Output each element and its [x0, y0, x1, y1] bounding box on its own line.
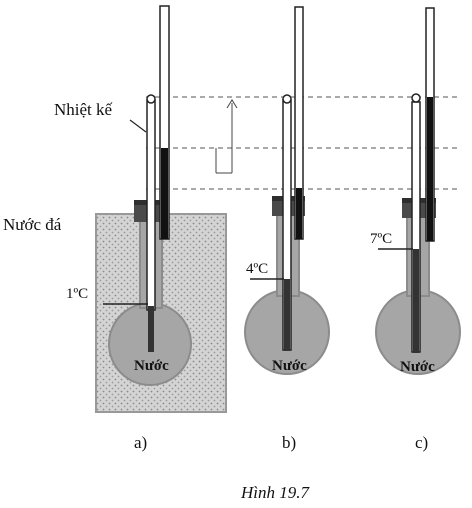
apparatus-b — [244, 6, 330, 375]
liquid-column — [427, 97, 433, 241]
panel-label-c: c) — [415, 433, 429, 452]
apparatus-c — [375, 7, 461, 375]
apparatus-a — [95, 5, 227, 413]
temp-label-c: 7ºC — [370, 231, 393, 247]
level-arrow — [215, 99, 238, 174]
liquid-column — [161, 148, 168, 239]
figure-caption: Hình 19.7 — [241, 483, 309, 502]
label-thermometer: Nhiệt kế — [54, 100, 113, 119]
thermometer-pointer — [129, 119, 147, 133]
panel-label-b: b) — [282, 433, 297, 452]
thermometer — [146, 99, 156, 311]
temp-label-a: 1ºC — [66, 286, 89, 302]
temp-label-b: 4ºC — [246, 261, 269, 277]
water-label-a: Nước — [134, 358, 169, 374]
liquid-column — [296, 188, 302, 239]
water-label-b: Nước — [272, 358, 307, 374]
label-ice-water: Nước đá — [3, 215, 62, 234]
water-label-c: Nước — [400, 359, 435, 375]
panel-label-a: a) — [134, 433, 148, 452]
